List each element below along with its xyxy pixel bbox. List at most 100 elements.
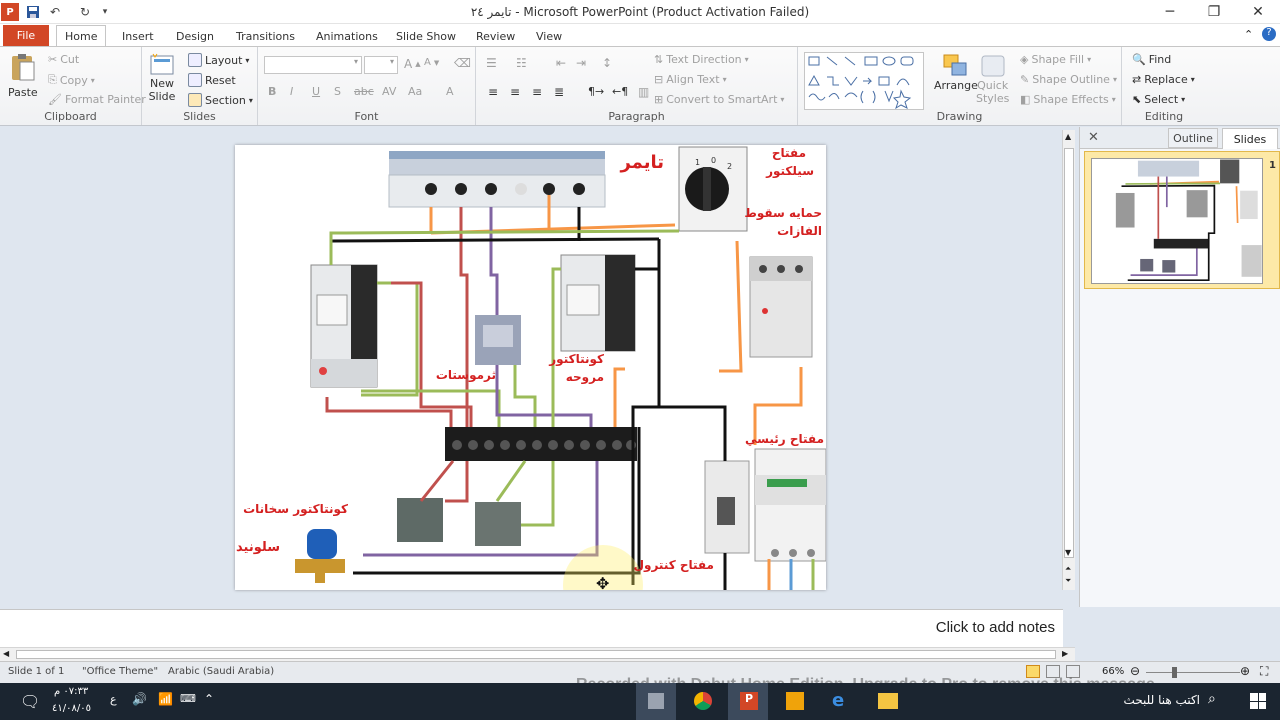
font-color-button[interactable]: A: [446, 85, 454, 98]
arrange-button[interactable]: Arrange: [934, 53, 978, 92]
convert-smartart-button[interactable]: ⊞Convert to SmartArt▾: [654, 93, 785, 106]
slide-sorter-icon[interactable]: [1046, 665, 1060, 678]
scroll-right-icon[interactable]: ▶: [1062, 649, 1069, 658]
normal-view-icon[interactable]: [1026, 665, 1040, 678]
tab-transitions[interactable]: Transitions: [236, 30, 295, 43]
tab-animations[interactable]: Animations: [316, 30, 378, 43]
bullets-icon[interactable]: ☰: [486, 56, 497, 70]
grow-font-icon[interactable]: A▲: [404, 57, 421, 71]
section-button[interactable]: Section▾: [188, 93, 253, 107]
notes-placeholder[interactable]: Click to add notes: [935, 619, 1055, 636]
close-icon[interactable]: ✕: [1252, 4, 1264, 20]
prev-slide-icon[interactable]: ⏶: [1065, 564, 1072, 573]
horizontal-scrollbar[interactable]: ◀ ▶: [0, 647, 1075, 661]
shape-outline-button[interactable]: ✎Shape Outline▾: [1020, 73, 1117, 86]
scroll-up-icon[interactable]: ▲: [1065, 132, 1072, 141]
powerpoint-app-icon[interactable]: P: [1, 3, 19, 21]
columns-icon[interactable]: ▥: [638, 85, 650, 99]
undo-icon[interactable]: ↶: [49, 5, 61, 19]
reset-button[interactable]: Reset: [188, 73, 236, 87]
align-center-icon[interactable]: ≡: [510, 85, 521, 99]
ltr-icon[interactable]: ¶→: [588, 85, 605, 98]
shape-effects-button[interactable]: ◧Shape Effects▾: [1020, 93, 1116, 106]
wifi-icon[interactable]: 📶: [158, 692, 173, 706]
tab-design[interactable]: Design: [176, 30, 214, 43]
strikethrough-button[interactable]: abc: [354, 85, 374, 98]
zoom-slider[interactable]: [1146, 672, 1240, 673]
find-button[interactable]: 🔍Find: [1132, 53, 1171, 66]
align-text-button[interactable]: ⊟Align Text▾: [654, 73, 727, 86]
line-spacing-icon[interactable]: ↕: [602, 56, 613, 70]
scroll-left-icon[interactable]: ◀: [3, 649, 10, 658]
layout-button[interactable]: Layout▾: [188, 53, 249, 67]
replace-button[interactable]: ⇄Replace▾: [1132, 73, 1195, 86]
save-icon[interactable]: [24, 3, 42, 21]
zoom-slider-handle[interactable]: [1172, 667, 1177, 678]
new-slide-button[interactable]: New Slide: [148, 53, 176, 103]
scroll-thumb[interactable]: [1064, 148, 1074, 558]
numbering-icon[interactable]: ☷: [516, 56, 527, 70]
align-left-icon[interactable]: ≡: [488, 85, 499, 99]
change-case-button[interactable]: Aa: [408, 85, 423, 98]
shadow-button[interactable]: S: [334, 85, 341, 98]
zoom-out-icon[interactable]: ⊖: [1130, 664, 1141, 678]
align-right-icon[interactable]: ≡: [532, 85, 543, 99]
help-caret-icon[interactable]: ⌃: [1244, 28, 1254, 41]
italic-button[interactable]: I: [290, 85, 294, 98]
keyboard-icon[interactable]: ⌨: [180, 692, 196, 705]
select-button[interactable]: ⬉Select▾: [1132, 93, 1186, 106]
minimize-icon[interactable]: ─: [1165, 4, 1175, 20]
scroll-down-icon[interactable]: ▼: [1065, 548, 1072, 557]
tab-home[interactable]: Home: [56, 25, 107, 47]
chrome-icon[interactable]: [694, 692, 712, 710]
decrease-indent-icon[interactable]: ⇤: [556, 56, 567, 70]
justify-icon[interactable]: ≣: [554, 85, 565, 99]
redo-icon[interactable]: ↻: [79, 5, 91, 19]
font-name-select[interactable]: ▾: [264, 56, 362, 74]
increase-indent-icon[interactable]: ⇥: [576, 56, 587, 70]
copy-button[interactable]: ⎘Copy▾: [48, 73, 95, 87]
horizontal-scroll-thumb[interactable]: [16, 650, 1056, 659]
rtl-icon[interactable]: ←¶: [612, 85, 629, 98]
font-size-select[interactable]: ▾: [364, 56, 398, 74]
shrink-font-icon[interactable]: A▼: [424, 57, 440, 68]
next-slide-icon[interactable]: ⏷: [1065, 576, 1072, 585]
tab-slides[interactable]: Slides: [1222, 128, 1278, 149]
input-language[interactable]: ع: [110, 693, 117, 706]
file-explorer-icon[interactable]: [878, 693, 898, 709]
volume-icon[interactable]: 🔊: [132, 692, 147, 706]
search-icon[interactable]: ⌕: [1208, 691, 1216, 707]
paste-button[interactable]: Paste: [8, 53, 38, 99]
tab-file[interactable]: File: [3, 25, 49, 46]
cut-button[interactable]: ✂Cut: [48, 53, 79, 66]
taskbar-search-input[interactable]: اكتب هنا للبحث: [1123, 693, 1200, 707]
reading-view-icon[interactable]: [1066, 665, 1080, 678]
tab-insert[interactable]: Insert: [122, 30, 154, 43]
shape-fill-button[interactable]: ◈Shape Fill▾: [1020, 53, 1092, 66]
text-direction-button[interactable]: ⇅Text Direction▾: [654, 53, 749, 66]
tab-review[interactable]: Review: [476, 30, 516, 43]
fit-to-window-icon[interactable]: ⛶: [1260, 664, 1269, 678]
format-painter-button[interactable]: 🖌Format Painter: [48, 93, 146, 106]
language-status[interactable]: Arabic (Saudi Arabia): [168, 666, 275, 677]
slide-vertical-scrollbar[interactable]: ▲ ▼ ⏶ ⏷: [1062, 130, 1075, 590]
slide-thumbnail-selected[interactable]: 1: [1084, 151, 1280, 289]
notes-pane[interactable]: Click to add notes: [0, 609, 1063, 647]
zoom-level[interactable]: 66%: [1102, 666, 1125, 677]
shapes-gallery[interactable]: [804, 52, 924, 110]
underline-button[interactable]: U: [312, 85, 321, 98]
clear-format-icon[interactable]: ⌫: [454, 56, 471, 70]
tab-slide-show[interactable]: Slide Show: [396, 30, 457, 43]
tab-outline[interactable]: Outline: [1168, 128, 1218, 148]
edge-icon[interactable]: e: [832, 690, 845, 711]
bold-button[interactable]: B: [268, 85, 277, 98]
zoom-in-icon[interactable]: ⊕: [1240, 664, 1251, 678]
office-icon[interactable]: [786, 692, 804, 710]
tray-expand-icon[interactable]: ⌃: [204, 692, 215, 706]
customize-icon[interactable]: ▾: [102, 7, 108, 17]
windows-start-icon[interactable]: [1250, 693, 1266, 709]
notification-icon[interactable]: 🗨: [20, 692, 41, 711]
tab-view[interactable]: View: [536, 30, 563, 43]
maximize-icon[interactable]: ❐: [1207, 4, 1221, 20]
